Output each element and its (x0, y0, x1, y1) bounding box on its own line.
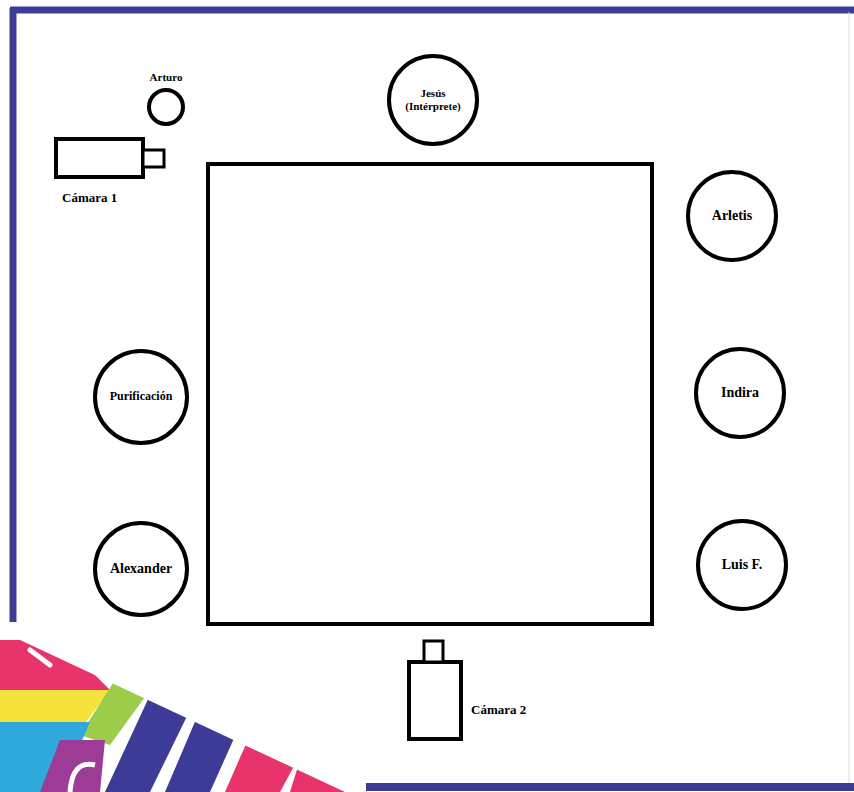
table (208, 164, 652, 624)
frame-line (10, 8, 17, 622)
person-name: Jesús (Intérprete) (397, 87, 469, 112)
person-circle: Luis F. (696, 519, 788, 611)
camera-label: Cámara 1 (62, 190, 117, 206)
circle-content (147, 88, 185, 126)
interpreter-circle: Jesús (Intérprete) (387, 54, 479, 146)
person-circle: Arletis (686, 170, 778, 262)
logo (0, 640, 345, 792)
circle-outline (149, 90, 183, 124)
person-name: Arturo (150, 71, 183, 84)
person-name: Alexander (110, 561, 172, 577)
person-circle: Arturo (147, 88, 185, 126)
frame-line (10, 7, 854, 14)
person-circle: Alexander (93, 521, 189, 617)
circle-content: Alexander (93, 521, 189, 617)
person-circle: Purificación (93, 349, 189, 445)
circle-content: Jesús (Intérprete) (387, 54, 479, 146)
circle-outline (688, 172, 776, 260)
camera-label: Cámara 2 (471, 702, 526, 718)
person-circle: Indira (694, 347, 786, 439)
circle-outline (147, 88, 185, 126)
circle-outline (696, 349, 784, 437)
frame-line (366, 783, 854, 791)
camera-symbol (409, 641, 461, 739)
camera-symbol (56, 139, 164, 177)
person-name: Indira (721, 385, 759, 401)
circle-outline (698, 521, 786, 609)
circle-outline (95, 523, 187, 615)
circle-content: Arletis (686, 170, 778, 262)
circle-content: Luis F. (696, 519, 788, 611)
circle-content: Purificación (93, 349, 189, 445)
circle-outline (389, 56, 477, 144)
person-name: Luis F. (722, 557, 763, 573)
circle-content: Indira (694, 347, 786, 439)
person-name: Arletis (712, 208, 752, 224)
circle-outline (95, 351, 187, 443)
frame-line (849, 12, 850, 784)
person-name: Purificación (110, 390, 173, 404)
